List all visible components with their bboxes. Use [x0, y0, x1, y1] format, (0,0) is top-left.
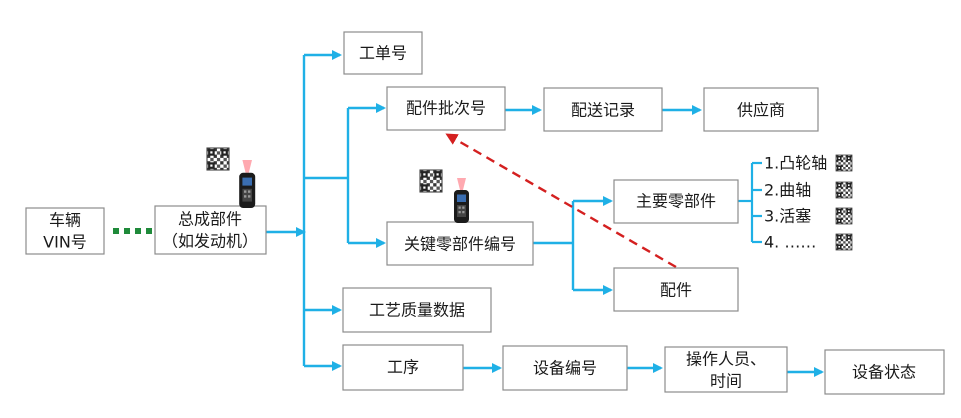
node-key-part-no: 关键零部件编号	[386, 221, 534, 266]
node-assembly-line1: 总成部件	[178, 210, 242, 229]
node-equipment-no-label: 设备编号	[533, 359, 597, 378]
node-accessory-label: 配件	[660, 281, 692, 300]
node-operator-time: 操作人员、 时间	[664, 346, 788, 393]
node-vehicle-vin-line1: 车辆	[49, 211, 81, 230]
barcode-scanner-icon	[454, 178, 469, 223]
node-supplier: 供应商	[703, 87, 819, 132]
node-main-parts: 主要零部件	[613, 179, 739, 224]
node-part-batch-label: 配件批次号	[406, 99, 486, 118]
qr-code-icon	[835, 181, 853, 199]
main-part-list: 1.凸轮轴 2.曲轴 3.活塞 4. ……	[764, 154, 827, 252]
node-main-parts-label: 主要零部件	[636, 192, 716, 211]
qr-code-icon	[835, 154, 853, 172]
node-equipment-no: 设备编号	[502, 345, 628, 391]
node-vehicle-vin-line2: VIN号	[43, 233, 87, 252]
node-work-order: 工单号	[343, 31, 423, 75]
node-operator-time-line2: 时间	[710, 372, 742, 391]
node-operator-time-line1: 操作人员、	[686, 350, 766, 369]
node-equipment-status: 设备状态	[824, 349, 945, 395]
node-procedure: 工序	[342, 344, 464, 391]
main-part-item-4: 4. ……	[764, 233, 816, 252]
node-accessory: 配件	[613, 267, 739, 312]
node-supplier-label: 供应商	[737, 101, 785, 120]
node-part-batch: 配件批次号	[386, 86, 506, 131]
dotted-ellipsis-icon	[113, 228, 152, 234]
node-procedure-label: 工序	[387, 358, 419, 377]
barcode-scanner-icon	[239, 160, 256, 208]
qr-code-icon	[835, 207, 853, 225]
node-process-quality: 工艺质量数据	[342, 287, 492, 333]
node-assembly-line2: （如发动机）	[162, 232, 258, 251]
qr-code-icon	[835, 233, 853, 251]
connectors	[266, 50, 824, 377]
node-equipment-status-label: 设备状态	[852, 363, 916, 382]
main-part-item-3: 3.活塞	[764, 207, 811, 226]
qr-code-icon	[419, 169, 443, 193]
node-delivery-record-label: 配送记录	[571, 101, 635, 120]
node-assembly: 总成部件 （如发动机）	[154, 205, 267, 255]
node-work-order-label: 工单号	[359, 44, 407, 63]
main-part-item-2: 2.曲轴	[764, 181, 811, 200]
main-part-item-1: 1.凸轮轴	[764, 154, 827, 173]
node-key-part-no-label: 关键零部件编号	[404, 235, 516, 254]
qr-code-icon	[206, 147, 230, 171]
node-vehicle-vin: 车辆 VIN号	[25, 207, 105, 255]
node-delivery-record: 配送记录	[543, 87, 663, 132]
node-process-quality-label: 工艺质量数据	[369, 301, 465, 320]
